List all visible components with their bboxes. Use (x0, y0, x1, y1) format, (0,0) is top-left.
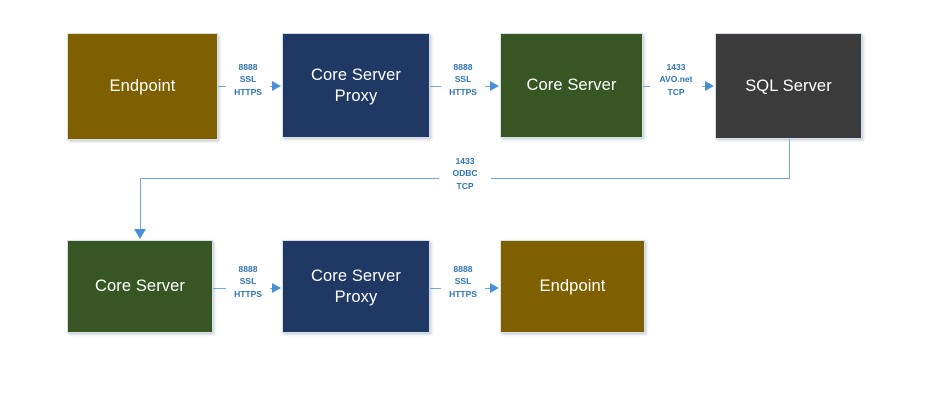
connector-line-sql-to-core-bottom-seg1 (789, 139, 790, 179)
node-label: Core Server (94, 277, 186, 296)
node-endpoint-top[interactable]: Endpoint (67, 33, 218, 140)
connector-label-proxy-to-core-top: 8888 SSL HTTPS (441, 61, 485, 98)
connector-transport: HTTPS (234, 288, 262, 299)
connector-label-proxy-to-endpoint-bottom: 8888 SSL HTTPS (441, 263, 485, 300)
connector-arrowhead-core-to-proxy-bottom (272, 283, 281, 293)
connector-protocol: ODBC (440, 167, 490, 180)
connector-label-core-to-proxy-bottom: 8888 SSL HTTPS (226, 263, 270, 300)
node-label: Endpoint (109, 77, 176, 96)
connector-transport: HTTPS (449, 288, 477, 299)
connector-line-sql-to-core-bottom-seg3 (140, 178, 141, 230)
connector-arrowhead-sql-to-core-bottom (134, 229, 146, 239)
connector-transport: TCP (667, 86, 685, 97)
node-label: Core Server Proxy (310, 65, 402, 105)
connector-port: 8888 (453, 62, 473, 72)
node-sql-server[interactable]: SQL Server (715, 33, 862, 139)
connector-transport: TCP (456, 180, 474, 191)
connector-transport: HTTPS (234, 86, 262, 97)
node-label: Core Server Proxy (310, 266, 402, 306)
connector-arrowhead-proxy-to-core-top (490, 81, 499, 91)
connector-port: 1433 (666, 62, 686, 72)
node-endpoint-bottom[interactable]: Endpoint (500, 240, 645, 333)
node-core-server-proxy-bottom[interactable]: Core Server Proxy (282, 240, 430, 333)
connector-protocol: AVO.net (651, 73, 701, 86)
node-core-server-top[interactable]: Core Server (500, 33, 643, 138)
connector-label-core-to-sql: 1433 AVO.net TCP (650, 61, 702, 98)
connector-port: 8888 (453, 264, 473, 274)
connector-protocol: SSL (227, 73, 269, 86)
node-label: Endpoint (539, 277, 606, 296)
connector-label-endpoint-to-proxy-top: 8888 SSL HTTPS (226, 61, 270, 98)
connector-protocol: SSL (442, 73, 484, 86)
connector-protocol: SSL (442, 275, 484, 288)
connector-arrowhead-core-to-sql (705, 81, 714, 91)
node-core-server-proxy-top[interactable]: Core Server Proxy (282, 33, 430, 138)
connector-protocol: SSL (227, 275, 269, 288)
connector-port: 8888 (238, 62, 258, 72)
connector-label-sql-to-core-bottom: 1433 ODBC TCP (439, 155, 491, 192)
node-label: Core Server (526, 76, 617, 95)
connector-transport: HTTPS (449, 86, 477, 97)
connector-arrowhead-endpoint-to-proxy-top (272, 81, 281, 91)
node-core-server-bottom[interactable]: Core Server (67, 240, 213, 333)
connector-port: 8888 (238, 264, 258, 274)
connector-arrowhead-proxy-to-endpoint-bottom (490, 283, 499, 293)
node-label: SQL Server (745, 76, 832, 95)
connector-port: 1433 (455, 156, 475, 166)
